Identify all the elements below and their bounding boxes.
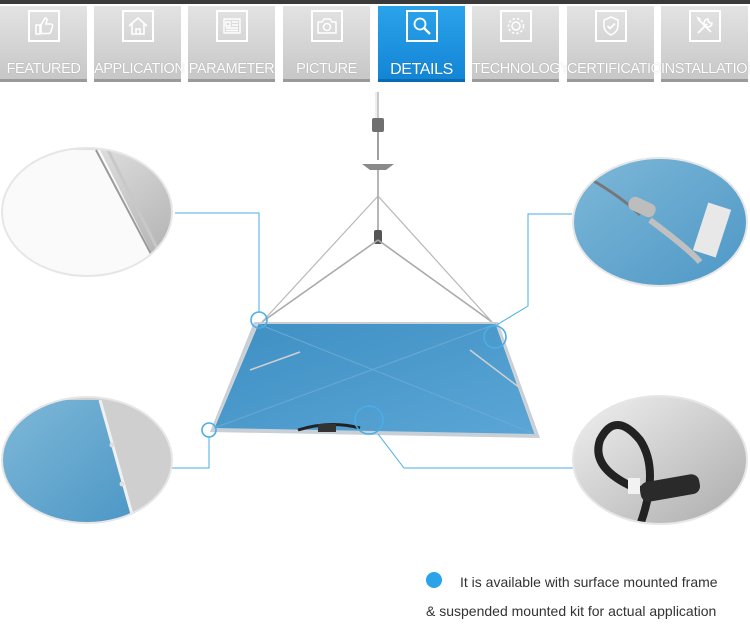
tab-label: PARAMETER: [188, 61, 275, 77]
legend-line-2: & suspended mounted kit for actual appli…: [426, 603, 717, 619]
detail-hanging-clip: [573, 158, 747, 286]
top-bar: [0, 0, 750, 4]
led-panel: [210, 322, 540, 438]
tab-application[interactable]: APPLICATION: [94, 6, 185, 82]
document-list-icon: [216, 10, 248, 42]
detail-panel-edge: [2, 397, 172, 523]
detail-circle-border: [1, 147, 173, 277]
gear-icon: [500, 10, 532, 42]
tab-technology[interactable]: TECHNOLOGY: [472, 6, 570, 82]
tab-featured[interactable]: FEATURED: [0, 6, 87, 82]
suspension-kit: [261, 92, 493, 323]
tab-parameter[interactable]: PARAMETER: [188, 6, 275, 82]
tab-picture[interactable]: PICTURE: [283, 6, 370, 82]
tools-icon: [689, 10, 721, 42]
tab-label: APPLICATION: [94, 61, 185, 77]
tab-label: INSTALLATION: [661, 61, 750, 77]
tab-certification[interactable]: CERTIFICATION: [567, 6, 672, 82]
tab-label: CERTIFICATION: [567, 61, 672, 77]
tab-label: TECHNOLOGY: [472, 61, 570, 77]
callout-lines: [172, 212, 574, 469]
detail-frame-corner: [2, 148, 172, 276]
tab-label: PICTURE: [296, 61, 357, 77]
detail-circle-border: [572, 395, 748, 525]
legend-dot: [426, 572, 442, 588]
tab-bar: FEATURED APPLICATION PARAMETER PICTURE D…: [0, 0, 750, 84]
house-icon: [122, 10, 154, 42]
tab-installation[interactable]: INSTALLATION: [661, 6, 750, 82]
detail-circle-border: [1, 396, 173, 524]
camera-icon: [311, 10, 343, 42]
tab-details[interactable]: DETAILS: [378, 6, 465, 82]
detail-driver-cable: [573, 396, 747, 524]
thumbs-up-icon: [28, 10, 60, 42]
detail-circle-border: [572, 157, 748, 287]
tab-label: FEATURED: [6, 61, 81, 77]
shield-check-icon: [595, 10, 627, 42]
legend-line-1: It is available with surface mounted fra…: [460, 574, 718, 590]
tab-label: DETAILS: [390, 61, 453, 78]
magnifier-icon: [406, 10, 438, 42]
